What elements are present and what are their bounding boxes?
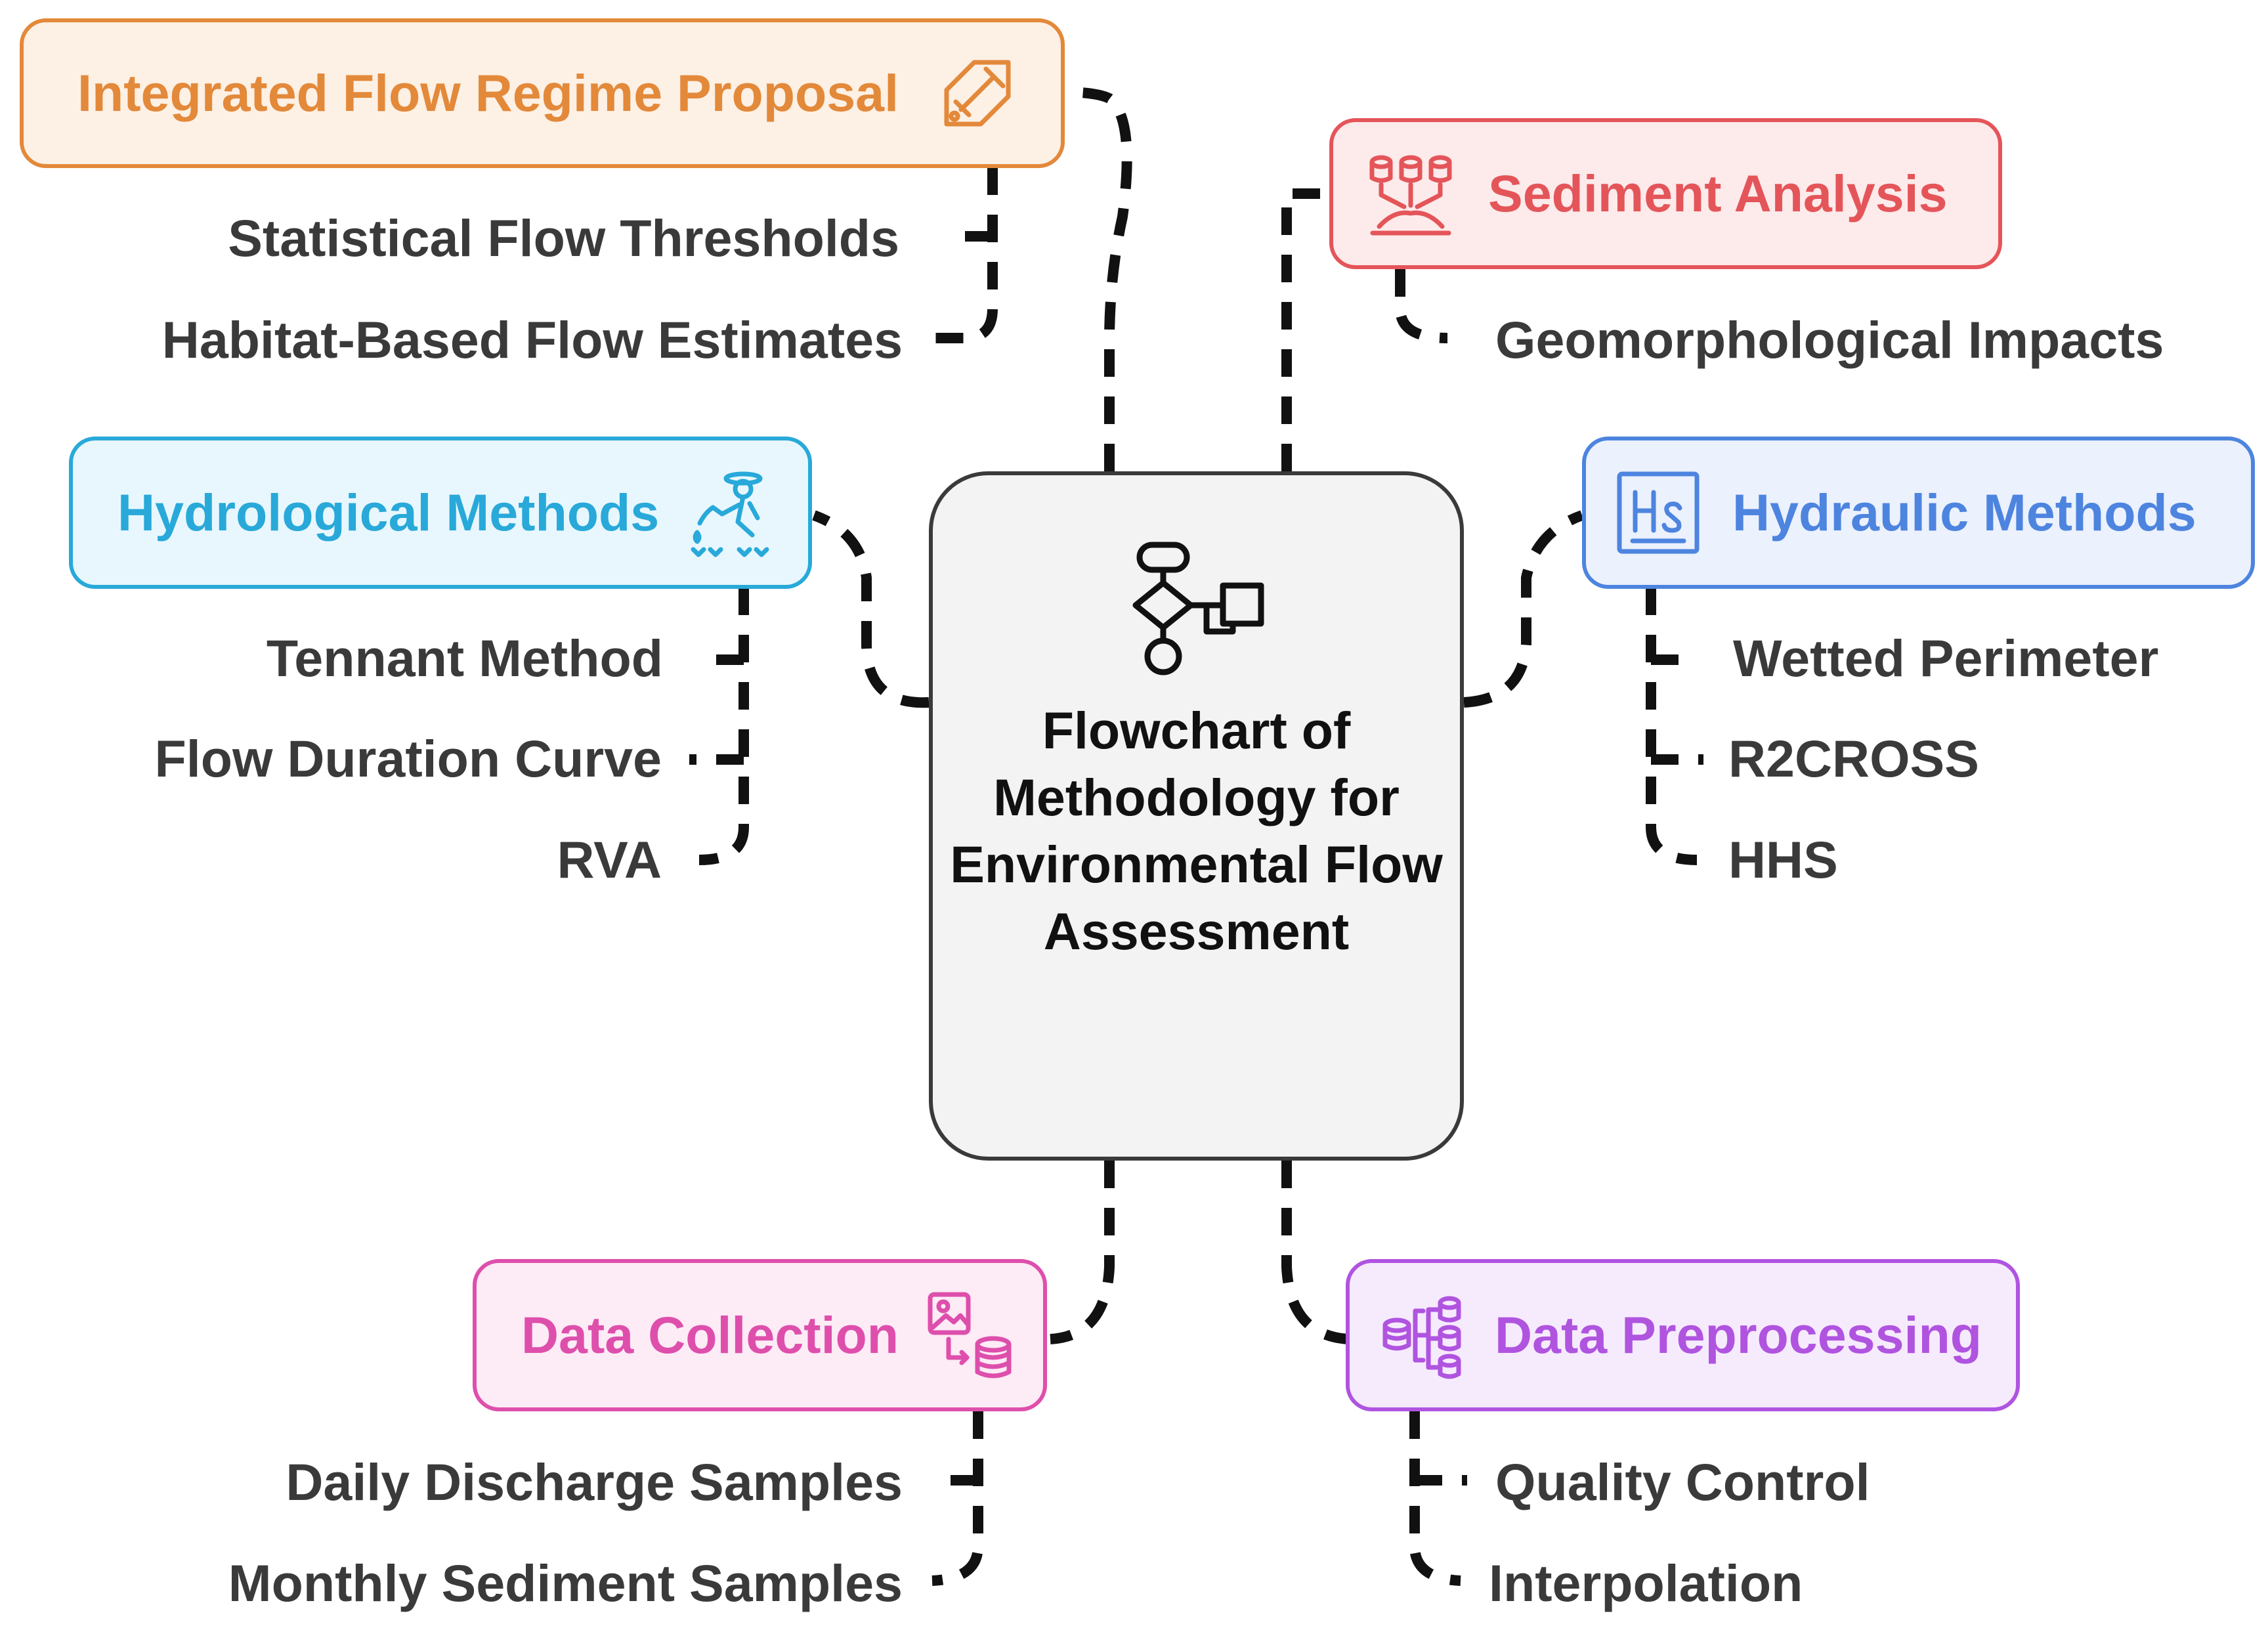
center-box: Flowchart of Methodology for Environment…	[929, 471, 1464, 1161]
hydrologist-icon	[691, 471, 769, 557]
data-collection-box[interactable]: Data Collection	[473, 1259, 1047, 1411]
hydraulic-methods-label: Hydraulic Methods	[1732, 483, 2196, 542]
hydraulic-hs-icon	[1617, 471, 1700, 554]
item-quality-control: Quality Control	[1495, 1453, 1870, 1511]
item-tennant-method: Tennant Method	[266, 629, 663, 687]
connector-center-sediment	[1281, 188, 1326, 471]
item-habitat-based-flow-estimates: Habitat-Based Flow Estimates	[161, 310, 903, 369]
hydraulic-methods-box[interactable]: Hydraulic Methods	[1582, 437, 2255, 589]
connector-center-hydraulic	[1463, 510, 1584, 708]
sediment-database-icon	[1369, 155, 1452, 236]
item-interpolation: Interpolation	[1489, 1554, 1803, 1612]
connector-hydrological-items	[698, 588, 749, 865]
item-wetted-perimeter: Wetted Perimeter	[1733, 629, 2159, 687]
sediment-analysis-label: Sediment Analysis	[1488, 164, 1948, 223]
image-database-icon	[928, 1292, 1012, 1379]
item-rva: RVA	[557, 830, 662, 889]
hydrological-methods-label: Hydrological Methods	[118, 483, 660, 542]
connector-center-hydrological	[812, 510, 930, 708]
item-hhs: HHS	[1728, 830, 1838, 889]
connector-integrated-items	[924, 167, 998, 343]
sediment-analysis-box[interactable]: Sediment Analysis	[1329, 118, 2002, 269]
integrated-flow-regime-proposal-label: Integrated Flow Regime Proposal	[77, 64, 899, 122]
item-daily-discharge-samples: Daily Discharge Samples	[286, 1453, 903, 1511]
data-preprocessing-label: Data Preprocessing	[1495, 1306, 1982, 1364]
connector-center-preprocessing	[1281, 1161, 1350, 1344]
connector-collection-items	[931, 1411, 983, 1586]
connector-center-integrated	[1059, 87, 1132, 471]
data-collection-label: Data Collection	[521, 1306, 899, 1364]
connector-center-collection	[1050, 1161, 1115, 1344]
connector-hydraulic-items	[1646, 588, 1698, 865]
data-preprocessing-box[interactable]: Data Preprocessing	[1346, 1259, 2020, 1411]
hydrological-methods-box[interactable]: Hydrological Methods	[69, 437, 812, 589]
item-monthly-sediment-samples: Monthly Sediment Samples	[228, 1554, 903, 1612]
flowchart-icon	[1132, 542, 1264, 675]
item-statistical-flow-thresholds: Statistical Flow Thresholds	[228, 209, 899, 267]
item-r2cross: R2CROSS	[1728, 729, 1979, 788]
item-geomorphological-impacts: Geomorphological Impacts	[1495, 310, 2164, 369]
integrated-flow-regime-proposal-box[interactable]: Integrated Flow Regime Proposal	[20, 18, 1065, 168]
edit-document-icon	[944, 60, 1011, 127]
connector-preprocessing-items	[1409, 1411, 1461, 1586]
database-network-icon	[1382, 1296, 1461, 1379]
center-title: Flowchart of Methodology for Environment…	[950, 701, 1443, 960]
connector-sediment-items	[1395, 269, 1448, 343]
item-flow-duration-curve: Flow Duration Curve	[154, 729, 662, 788]
